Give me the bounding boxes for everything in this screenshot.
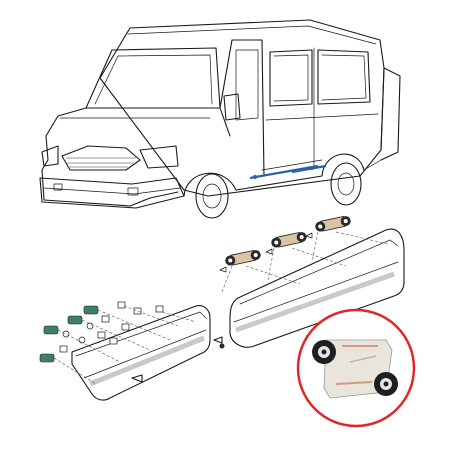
mounting-clip xyxy=(39,353,55,363)
rear-side-molding xyxy=(229,228,405,348)
upper-clip-row xyxy=(219,216,389,293)
van-illustration xyxy=(39,19,401,219)
molding-highlight-rear xyxy=(291,164,327,174)
molding-highlight-front xyxy=(249,164,319,180)
screw xyxy=(213,336,223,344)
mounting-clip xyxy=(225,250,261,266)
mounting-clip xyxy=(83,305,99,315)
mounting-clip xyxy=(315,216,351,232)
mounting-clip xyxy=(43,325,59,335)
clip-detail-callout xyxy=(296,308,416,428)
lower-clip-cluster xyxy=(39,301,225,385)
clip-roller-bottom xyxy=(374,372,398,396)
front-side-molding xyxy=(71,305,211,401)
mounting-clip xyxy=(271,232,307,248)
mounting-clip xyxy=(67,315,83,325)
clip-roller-top xyxy=(312,340,336,364)
screw xyxy=(131,374,143,383)
